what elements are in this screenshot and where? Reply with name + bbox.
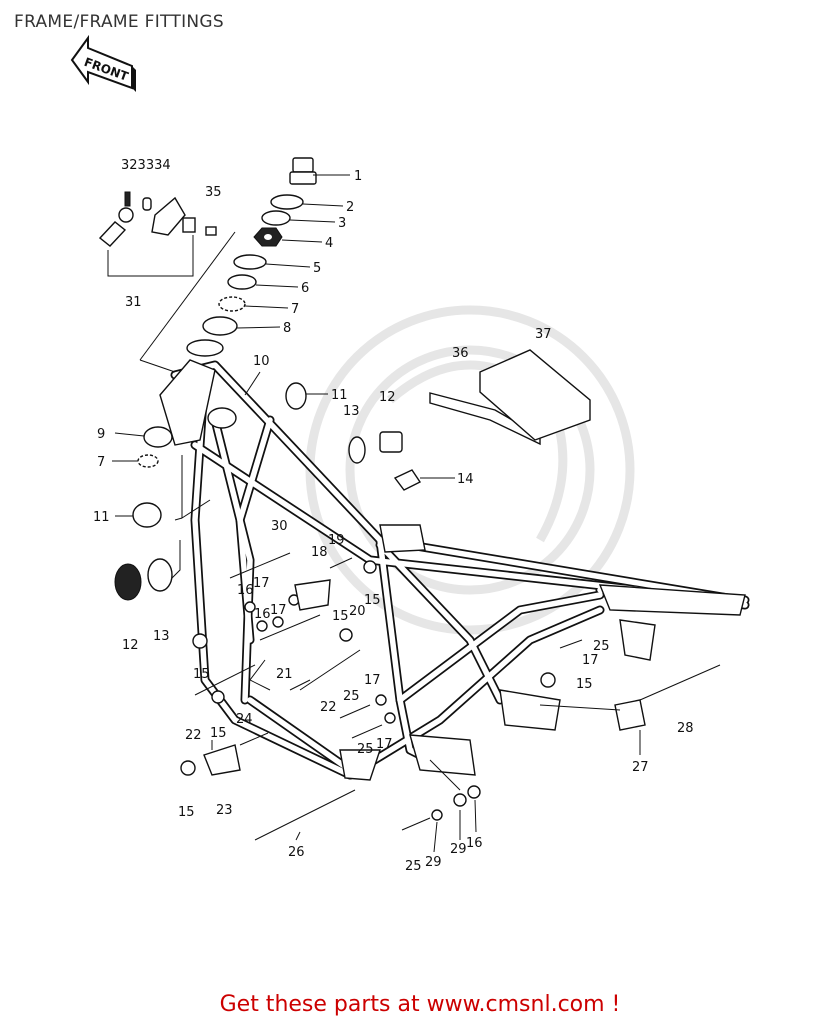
callout-35: 35 xyxy=(205,185,222,200)
callout-3: 3 xyxy=(338,216,346,231)
callout-1: 1 xyxy=(354,169,362,184)
callout-11-lower: 11 xyxy=(93,510,110,525)
stem-stack xyxy=(202,157,317,336)
callout-25-c: 25 xyxy=(593,639,610,654)
front-arrow-icon: FRONT xyxy=(70,34,136,92)
callout-25-d: 25 xyxy=(405,859,422,874)
callout-27: 27 xyxy=(632,760,649,775)
callout-23: 23 xyxy=(216,803,233,818)
callout-24: 24 xyxy=(236,712,253,727)
callout-7-upper: 7 xyxy=(291,302,299,317)
callout-8: 8 xyxy=(283,321,291,336)
callout-25-b: 25 xyxy=(357,742,374,757)
callout-5: 5 xyxy=(313,261,321,276)
callout-18: 18 xyxy=(311,545,328,560)
page-title: FRAME/FRAME FITTINGS xyxy=(14,12,224,32)
callout-15-e: 15 xyxy=(364,593,381,608)
callout-26: 26 xyxy=(288,845,305,860)
callout-15-f: 15 xyxy=(576,677,593,692)
callout-32-33-34: 323334 xyxy=(121,158,171,173)
callout-21: 21 xyxy=(276,667,293,682)
callout-19: 19 xyxy=(328,533,345,548)
callout-29-a: 29 xyxy=(450,842,467,857)
callout-17-e: 17 xyxy=(582,653,599,668)
callout-12-lower: 12 xyxy=(122,638,139,653)
callout-16-a: 16 xyxy=(237,583,254,598)
callout-13-lower: 13 xyxy=(153,629,170,644)
callout-10: 10 xyxy=(253,354,270,369)
callout-17-a: 17 xyxy=(253,576,270,591)
callout-22-a: 22 xyxy=(185,728,202,743)
callout-17-c: 17 xyxy=(364,673,381,688)
callout-28: 28 xyxy=(677,721,694,736)
callout-25-a: 25 xyxy=(343,689,360,704)
callout-15-a: 15 xyxy=(193,667,210,682)
callout-17-b: 17 xyxy=(270,603,287,618)
callout-6: 6 xyxy=(301,281,309,296)
callout-17-d: 17 xyxy=(376,737,393,752)
callout-15-c: 15 xyxy=(178,805,195,820)
frame xyxy=(159,339,750,781)
callout-labels: 1 2 3 4 5 6 7 8 9 7 10 11 11 12 13 12 13… xyxy=(93,158,694,874)
leader-lines xyxy=(107,174,641,853)
callout-16-b: 16 xyxy=(254,607,271,622)
callout-13-upper: 13 xyxy=(343,404,360,419)
callout-7-lower: 7 xyxy=(97,455,105,470)
ignition-switch-group xyxy=(98,191,217,247)
callout-12-upper: 12 xyxy=(379,390,396,405)
callout-15-d: 15 xyxy=(332,609,349,624)
callout-30: 30 xyxy=(271,519,288,534)
callout-9: 9 xyxy=(97,427,105,442)
frame-small-parts xyxy=(114,349,591,601)
callout-14: 14 xyxy=(457,472,474,487)
callout-20: 20 xyxy=(349,604,366,619)
callout-29-b: 29 xyxy=(425,855,442,870)
callout-36: 36 xyxy=(452,346,469,361)
footer-promo-link[interactable]: Get these parts at www.cmsnl.com ! xyxy=(219,992,621,1017)
bolts xyxy=(180,552,721,841)
callout-37: 37 xyxy=(535,327,552,342)
callout-2: 2 xyxy=(346,200,354,215)
callout-22-b: 22 xyxy=(320,700,337,715)
callout-16-c: 16 xyxy=(466,836,483,851)
callout-11-upper: 11 xyxy=(331,388,348,403)
callout-31: 31 xyxy=(125,295,142,310)
callout-15-b: 15 xyxy=(210,726,227,741)
callout-4: 4 xyxy=(325,236,333,251)
